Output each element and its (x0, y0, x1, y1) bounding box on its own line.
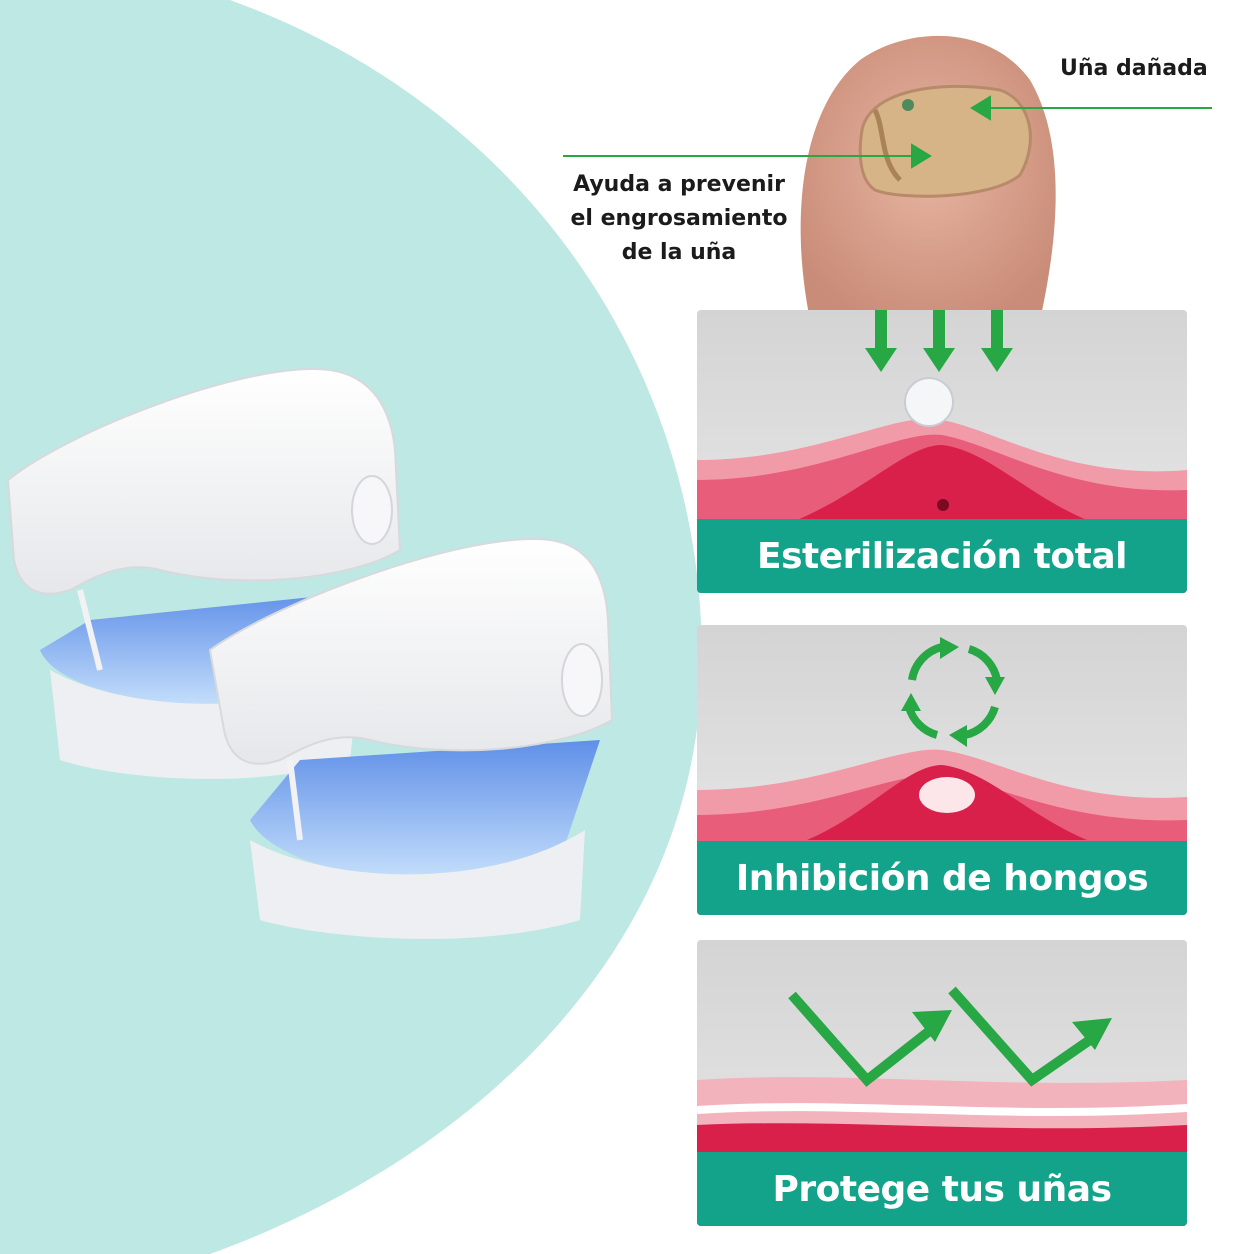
label-damaged-nail: Uña dañada (1060, 56, 1208, 81)
device-front (208, 538, 614, 939)
label-prevent-thickening: Ayuda a prevenir el engrosamiento de la … (570, 172, 788, 265)
panel-title: Protege tus uñas (697, 1152, 1187, 1226)
panel-protect-nails: Protege tus uñas (697, 940, 1187, 1226)
cycle-arrows-icon (905, 643, 1001, 739)
panel-sterilization: Esterilización total (697, 310, 1187, 593)
panel-fungus-inhibition: Inhibición de hongos (697, 625, 1187, 915)
down-arrow-icon (865, 310, 1013, 372)
panel-title: Esterilización total (697, 519, 1187, 593)
product-image-uv-devices (6, 368, 614, 939)
toe-image-damaged-nail (800, 35, 1056, 320)
panel-title: Inhibición de hongos (697, 841, 1187, 915)
bounce-arrow-icon (788, 986, 1100, 1087)
